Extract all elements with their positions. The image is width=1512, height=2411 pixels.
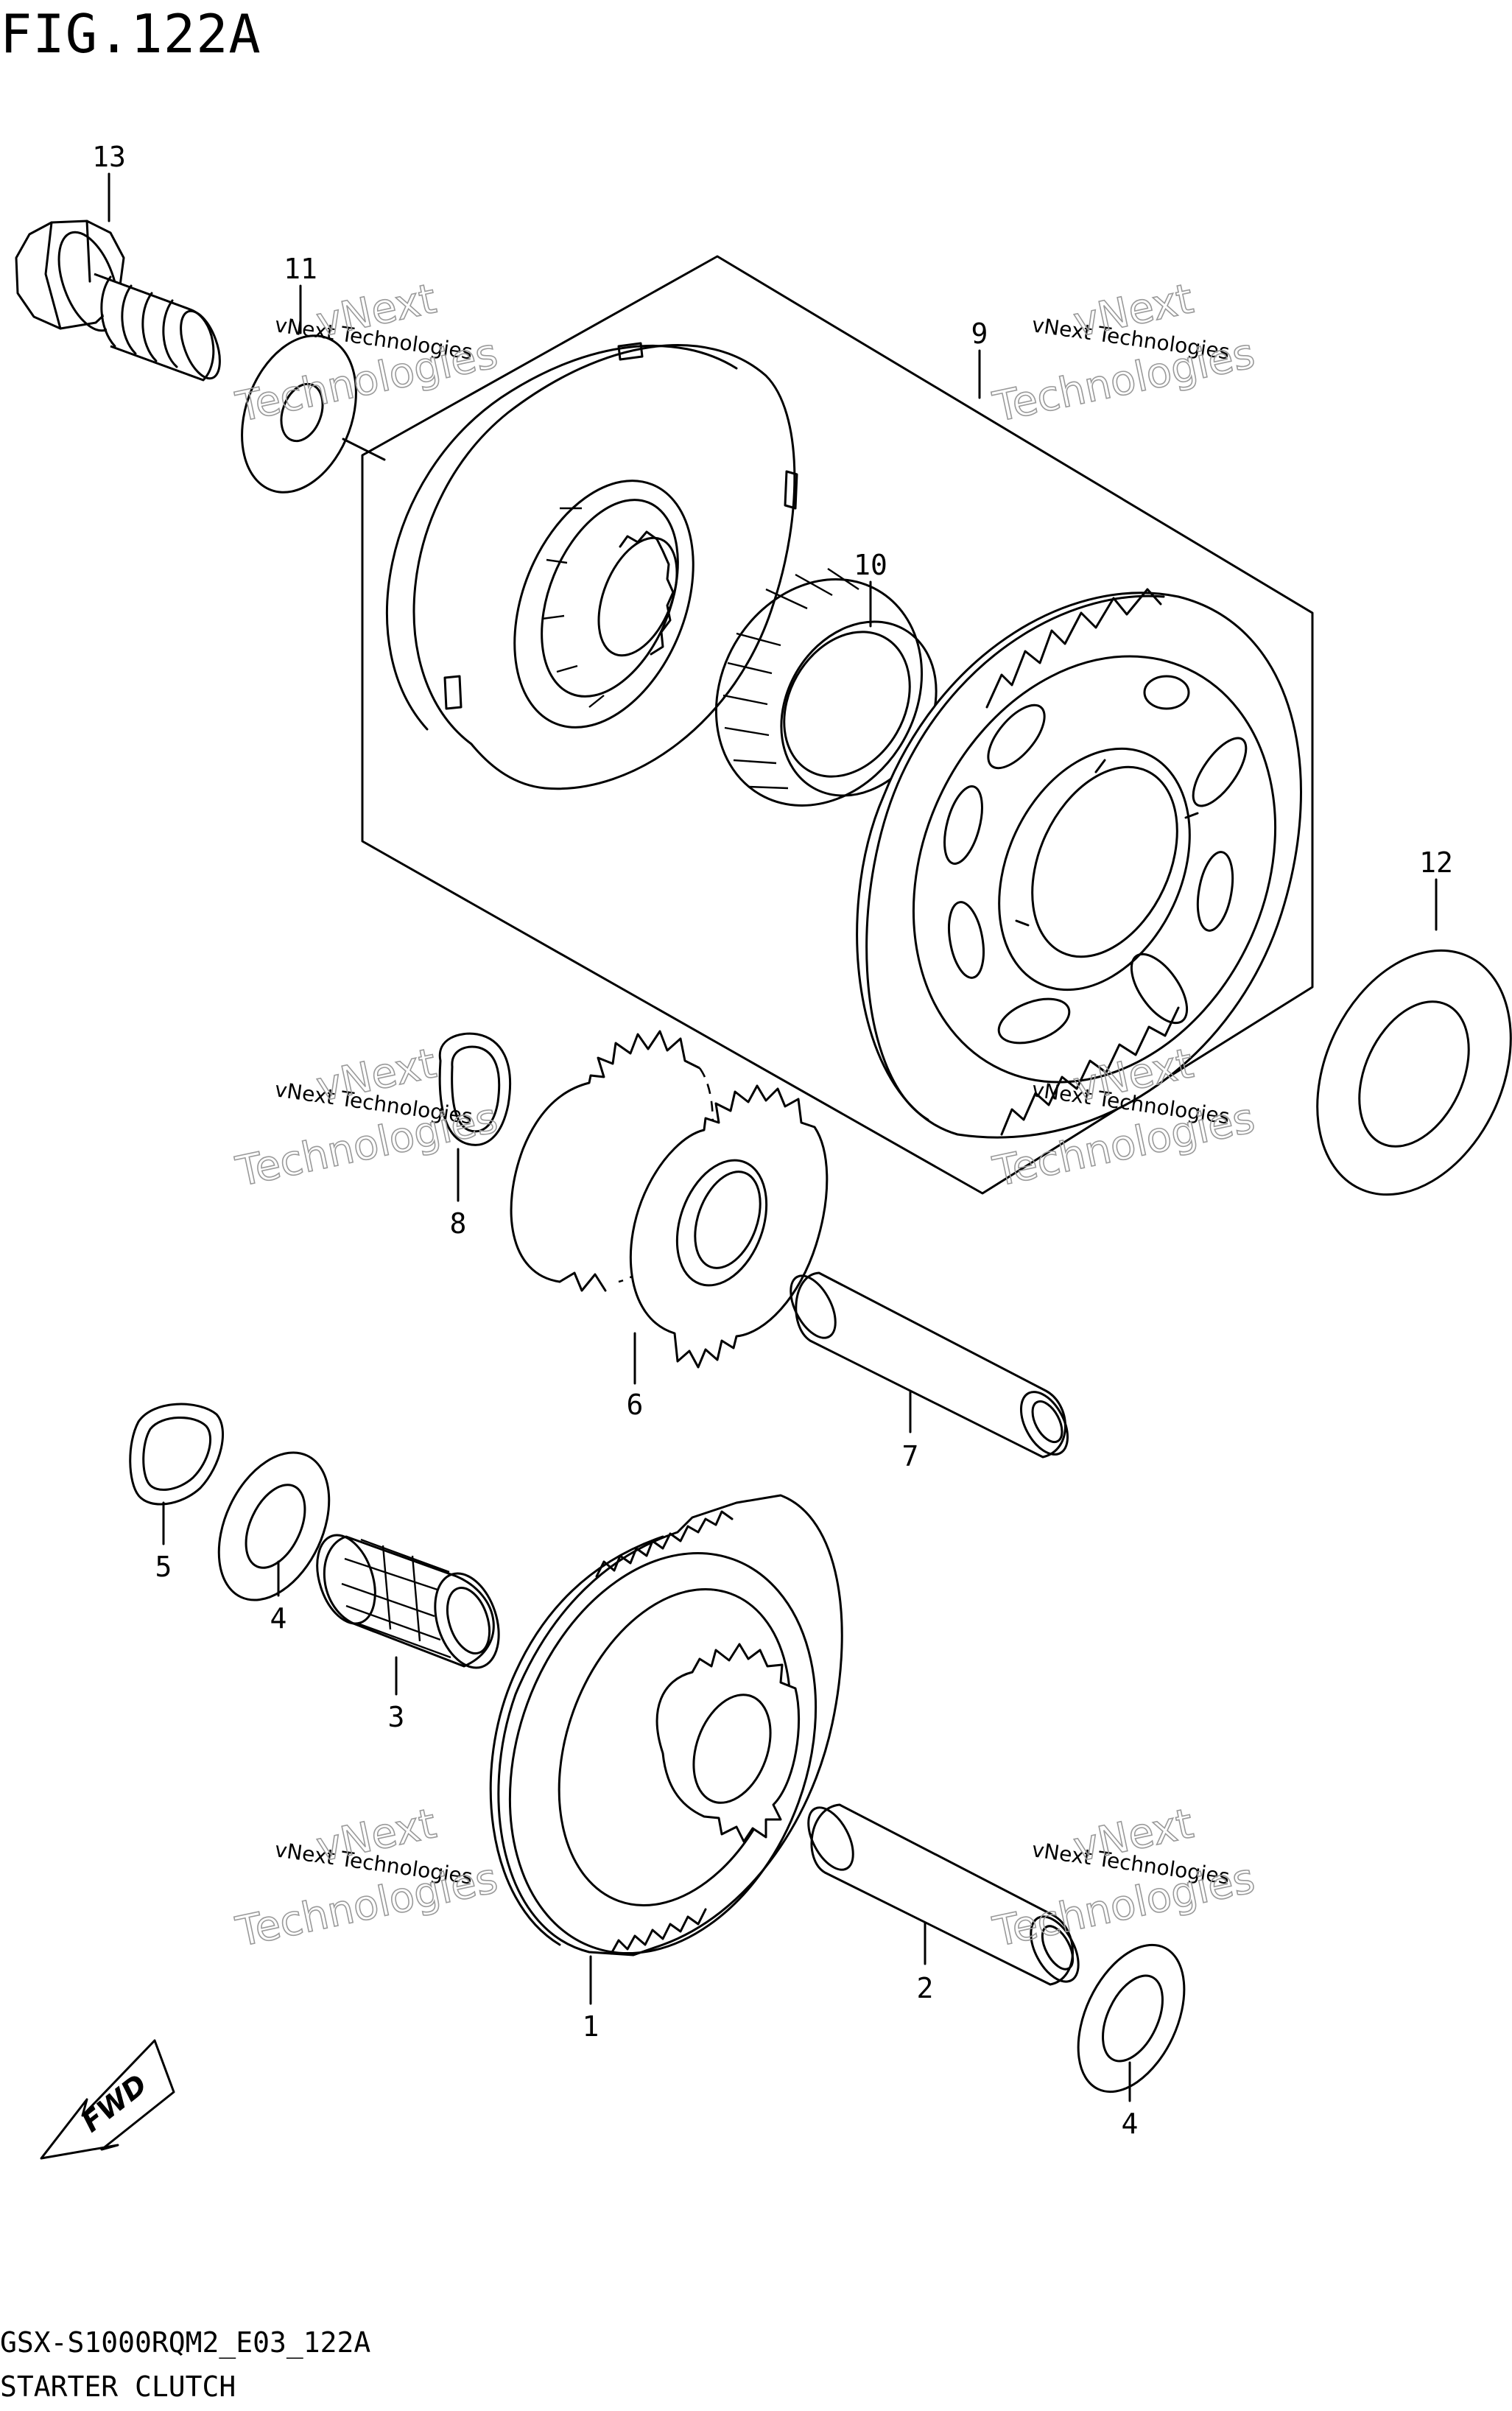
model-code: GSX-S1000RQM2_E03_122A <box>0 2326 371 2359</box>
group-name: STARTER CLUTCH <box>0 2370 236 2403</box>
callout-2: 2 <box>917 1972 934 2004</box>
callout-7: 7 <box>902 1440 919 1473</box>
part-11-washer[interactable] <box>222 320 377 508</box>
part-7-shaft[interactable] <box>781 1268 1077 1462</box>
part-13-bolt[interactable] <box>15 220 228 384</box>
part-5-circlip[interactable] <box>129 1403 224 1506</box>
watermark-top-right: vNext Technologies Technologies vNext <box>988 274 1259 432</box>
callout-11: 11 <box>284 253 317 285</box>
figure-title: FIG.122A <box>0 3 261 65</box>
part-9-clutch-gear[interactable] <box>846 588 1343 1142</box>
callout-5: 5 <box>155 1551 172 1583</box>
callout-9: 9 <box>971 317 988 350</box>
callout-4-upper: 4 <box>270 1602 287 1635</box>
part-9-clutch-housing[interactable] <box>385 342 798 790</box>
callout-13: 13 <box>92 141 126 173</box>
part-8-circlip[interactable] <box>438 1032 512 1146</box>
part-4-washer-lower[interactable] <box>1057 1929 1206 2109</box>
callout-4-lower: 4 <box>1122 2108 1139 2140</box>
callout-6: 6 <box>627 1389 644 1421</box>
callout-12: 12 <box>1419 846 1453 879</box>
part-9-assembly-outline <box>361 255 1314 1195</box>
assembly-guide-line <box>342 438 386 461</box>
watermark-top-left: vNext Technologies Technologies vNext <box>231 274 502 432</box>
callout-10: 10 <box>854 549 887 581</box>
watermark-bottom-left: vNext Technologies Technologies vNext <box>231 1799 502 1956</box>
part-2-shaft[interactable] <box>799 1800 1088 1989</box>
part-6-idle-gear[interactable] <box>510 1030 829 1369</box>
callout-8: 8 <box>450 1207 467 1240</box>
callout-3: 3 <box>388 1701 405 1733</box>
part-12-washer[interactable] <box>1280 919 1512 1226</box>
part-4-washer-upper[interactable] <box>197 1435 351 1618</box>
fwd-direction-arrow: FWD <box>40 2039 175 2160</box>
callout-1: 1 <box>583 2010 599 2043</box>
part-3-needle-bearing[interactable] <box>307 1528 510 1676</box>
part-1-starter-idle-gear[interactable] <box>457 1494 869 1996</box>
